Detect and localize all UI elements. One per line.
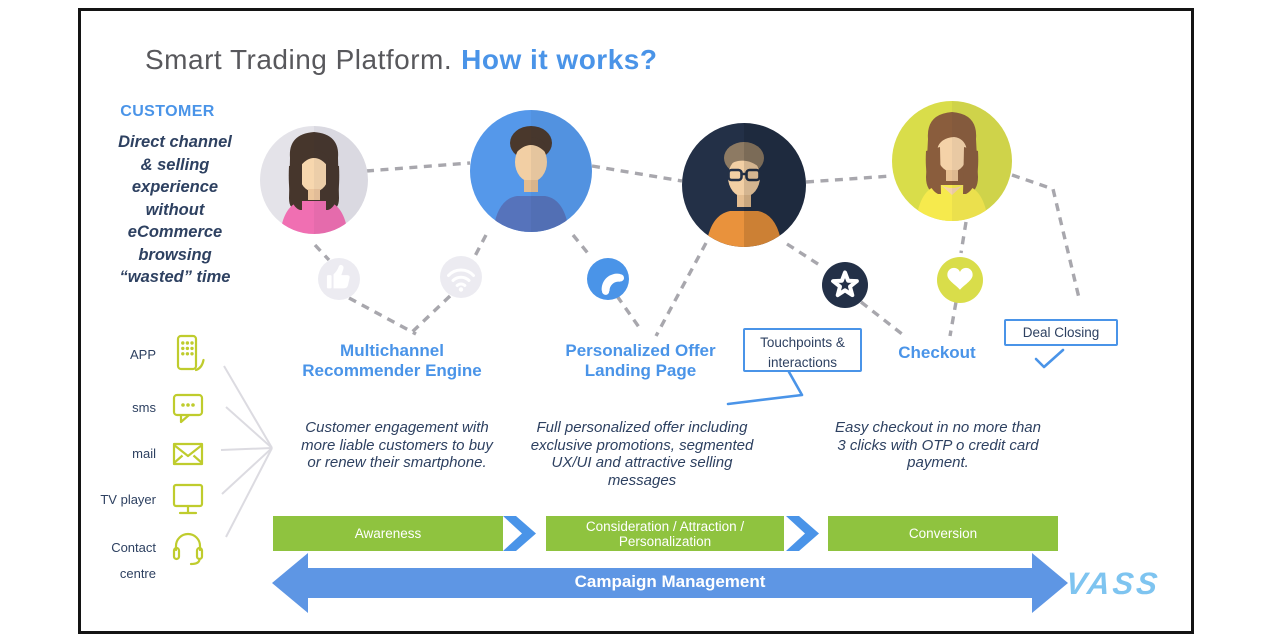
step-title-line: Personalized Offer <box>565 341 716 360</box>
campaign-management-label: Campaign Management <box>574 572 766 591</box>
sms-bubble-icon <box>172 393 204 424</box>
page-title: Smart Trading Platform. How it works? <box>145 44 657 76</box>
step-description-line: messages <box>607 471 677 489</box>
step-title-checkout: Checkout <box>837 343 1037 363</box>
step-description-line: exclusive promotions, segmented <box>530 436 754 454</box>
callout-line: interactions <box>767 355 838 370</box>
step-description-multichannel: Customer engagement with more liable cus… <box>283 419 511 472</box>
customer-description-line: “wasted” time <box>119 268 231 286</box>
vass-logo: VASS <box>1064 566 1163 601</box>
funnel-stage-line: Awareness <box>354 526 422 541</box>
funnel-stage-line: Consideration / Attraction / <box>585 518 745 534</box>
step-title-line: Recommender Engine <box>302 361 482 380</box>
channel-label-sms: sms <box>132 400 156 415</box>
customer-woman-pink-avatar <box>260 126 368 234</box>
star-icon <box>822 262 868 308</box>
customer-description-line: experience <box>131 178 219 196</box>
mail-envelope-icon <box>172 442 204 466</box>
step-description-line: Full personalized offer including <box>536 419 748 436</box>
customer-description-line: without <box>145 200 205 219</box>
phone-icon <box>587 258 629 300</box>
customer-description-line: Direct channel <box>118 133 232 151</box>
channel-label-mail: mail <box>132 446 156 461</box>
step-description-line: UX/UI and attractive selling <box>551 454 733 471</box>
customer-heading: CUSTOMER <box>120 103 215 120</box>
customer-description-line: browsing <box>138 245 212 264</box>
funnel-stage-conversion: Conversion <box>828 516 1058 551</box>
callout-line: Deal Closing <box>1022 325 1100 340</box>
step-title-line: Landing Page <box>584 361 697 380</box>
step-title-line: Multichannel <box>340 341 444 360</box>
funnel-stage-line: Conversion <box>908 526 978 541</box>
customer-man-blue-avatar <box>470 110 592 232</box>
customer-description: Direct channel & selling experience with… <box>95 131 255 289</box>
customer-description-line: eCommerce <box>127 223 223 241</box>
touchpoints-callout: Touchpoints & interactions <box>743 328 862 372</box>
wifi-icon <box>440 256 482 298</box>
channel-label-line: Contact <box>111 540 156 555</box>
channel-label-contact-centre: Contact centre <box>86 535 156 587</box>
tv-screen-icon <box>172 483 204 515</box>
channel-label-app: APP <box>129 347 156 362</box>
funnel-stage-line: Personalization <box>618 533 712 549</box>
step-description-line: or renew their smartphone. <box>307 454 487 471</box>
step-title-personalized-offer: Personalized Offer Landing Page <box>538 341 743 381</box>
step-description-line: 3 clicks with OTP o credit card <box>837 436 1039 454</box>
step-title-line: Checkout <box>898 343 976 362</box>
step-description-line: Customer engagement with <box>305 419 489 436</box>
step-description-line: more liable customers to buy <box>301 436 493 454</box>
funnel-stage-awareness: Awareness <box>273 516 503 551</box>
title-accent: How it works? <box>461 44 658 75</box>
step-title-multichannel: Multichannel Recommender Engine <box>292 341 492 381</box>
funnel-stage-consideration: Consideration / Attraction / Personaliza… <box>546 516 784 551</box>
step-description-personalized-offer: Full personalized offer including exclus… <box>528 419 756 489</box>
step-description-line: payment. <box>907 454 969 471</box>
channel-label-tv: TV player <box>100 492 156 507</box>
step-description-checkout: Easy checkout in no more than 3 clicks w… <box>818 419 1058 472</box>
app-phone-icon <box>176 334 205 372</box>
customer-man-glasses-avatar <box>682 123 806 247</box>
step-description-line: Easy checkout in no more than <box>835 419 1041 436</box>
callout-line: Touchpoints & <box>760 335 845 350</box>
customer-description-line: & selling <box>140 155 210 174</box>
headset-icon <box>172 532 204 566</box>
title-main: Smart Trading Platform. <box>145 44 453 75</box>
heart-icon <box>937 257 983 303</box>
deal-closing-callout: Deal Closing <box>1004 319 1118 346</box>
thumbs-up-icon <box>318 258 360 300</box>
customer-woman-yellow-avatar <box>892 101 1012 221</box>
channel-label-line: centre <box>119 566 156 581</box>
